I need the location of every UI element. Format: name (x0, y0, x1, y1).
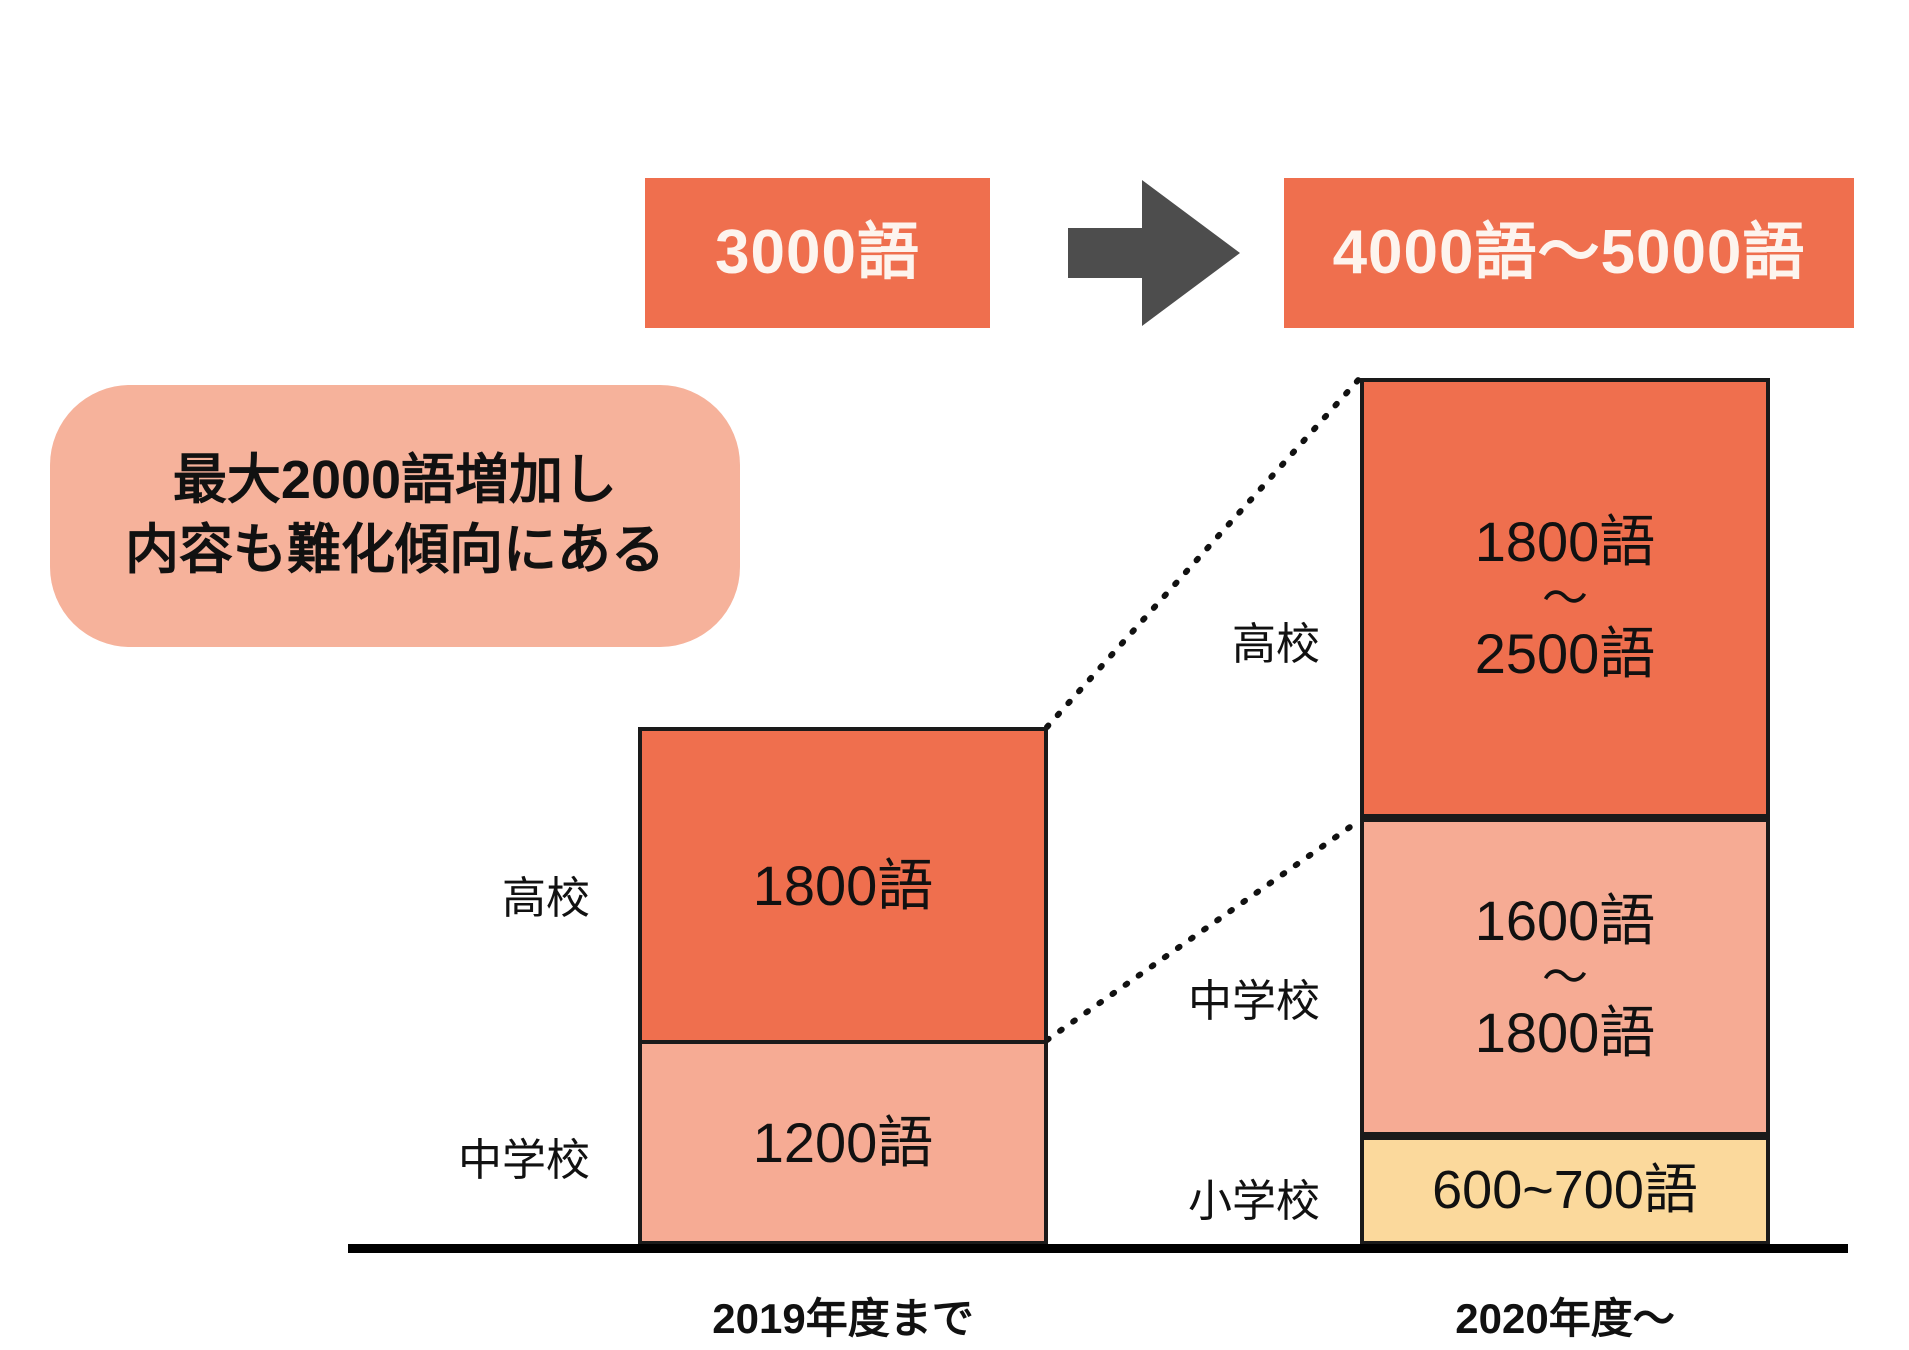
segment-right-high-school-tilde: ～ (1542, 571, 1588, 624)
callout-line-2: 内容も難化傾向にある (125, 520, 665, 580)
segment-right-high-school-value-top: 1800語 (1474, 510, 1656, 574)
callout-bubble: 最大2000語増加し 内容も難化傾向にある (50, 385, 740, 647)
right-arrow-icon (1068, 180, 1240, 326)
callout-line-1: 最大2000語増加し (172, 450, 618, 511)
axis-label-2019: 2019年度まで (712, 1295, 974, 1342)
category-label-right-elementary: 小学校 (1188, 1177, 1320, 1226)
segment-left-high-school-value: 1800語 (752, 854, 934, 918)
segment-left-high-school: 1800語 (638, 727, 1048, 1045)
segment-right-elementary-value: 600~700語 (1432, 1159, 1698, 1220)
segment-right-junior-high-value-top: 1600語 (1474, 889, 1656, 953)
total-before-label: 3000語 (715, 218, 920, 287)
segment-left-junior-high-value: 1200語 (752, 1110, 934, 1174)
category-label-left-high-school: 高校 (502, 874, 590, 923)
category-label-left-junior-high: 中学校 (458, 1136, 590, 1185)
segment-right-high-school: 1800語 ～ 2500語 (1360, 378, 1770, 818)
segment-right-high-school-value-bottom: 2500語 (1474, 622, 1656, 686)
segment-left-junior-high: 1200語 (638, 1040, 1048, 1245)
axis-label-2020: 2020年度～ (1455, 1295, 1675, 1342)
total-after-label: 4000語～5000語 (1332, 218, 1806, 287)
segment-right-junior-high-tilde: ～ (1542, 950, 1588, 1003)
segment-right-elementary: 600~700語 (1360, 1136, 1770, 1245)
total-before-badge: 3000語 (645, 178, 990, 328)
category-label-right-junior-high: 中学校 (1188, 977, 1320, 1026)
category-label-right-high-school: 高校 (1232, 620, 1320, 669)
axis-baseline (348, 1244, 1848, 1253)
segment-right-junior-high: 1600語 ～ 1800語 (1360, 818, 1770, 1136)
segment-right-junior-high-value-bottom: 1800語 (1474, 1001, 1656, 1065)
total-after-badge: 4000語～5000語 (1284, 178, 1854, 328)
